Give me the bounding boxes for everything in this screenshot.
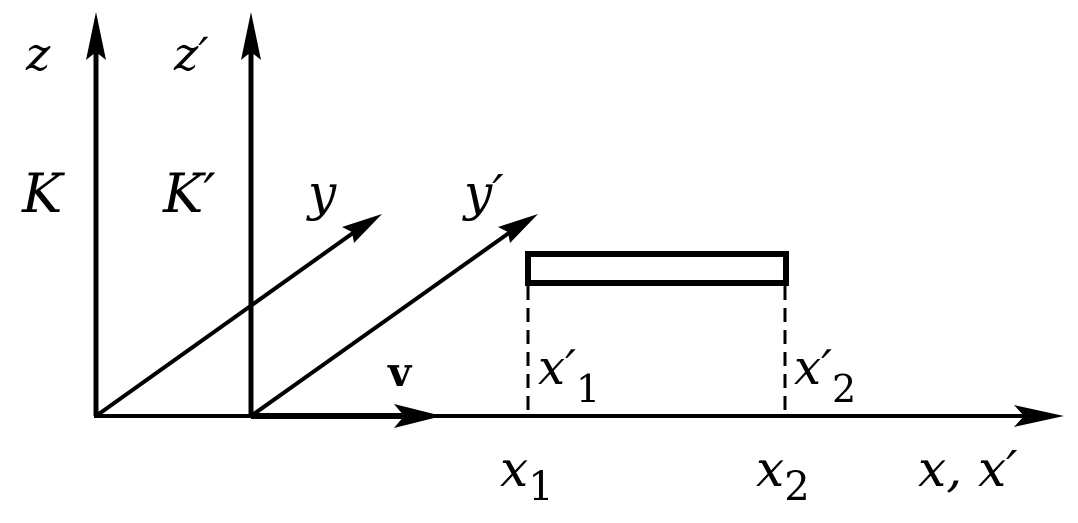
x1-label: x1 [500, 440, 554, 510]
y-prime-axis [249, 226, 518, 418]
velocity-arrowhead [394, 404, 442, 428]
x-axis-label: x, x′ [918, 440, 1018, 498]
y-axis-label: y [306, 164, 337, 222]
x-axis-arrowhead [1014, 405, 1064, 427]
y-prime-axis-label: y′ [462, 164, 504, 222]
y-prime-axis-arrowhead [498, 214, 538, 243]
y-axis [94, 226, 362, 418]
x2-label: x2 [756, 440, 810, 510]
frame-k-label: K [21, 162, 65, 225]
z-prime-axis-label: z′ [173, 27, 209, 81]
velocity-vector [251, 404, 442, 428]
frame-k-prime-label: K′ [162, 162, 216, 225]
z-axis-label: z [25, 27, 51, 81]
z-prime-axis-arrowhead [241, 12, 261, 60]
frame-k-axes [86, 12, 382, 418]
x-axis-group [94, 405, 1064, 427]
z-axis-arrowhead [86, 12, 106, 60]
y-axis-arrowhead [342, 214, 382, 243]
velocity-label: v [387, 349, 413, 396]
x1-prime-label: x′1 [538, 340, 600, 411]
x2-prime-label: x′2 [794, 340, 856, 411]
rod [525, 251, 789, 286]
frame-k-prime-axes [241, 12, 538, 418]
